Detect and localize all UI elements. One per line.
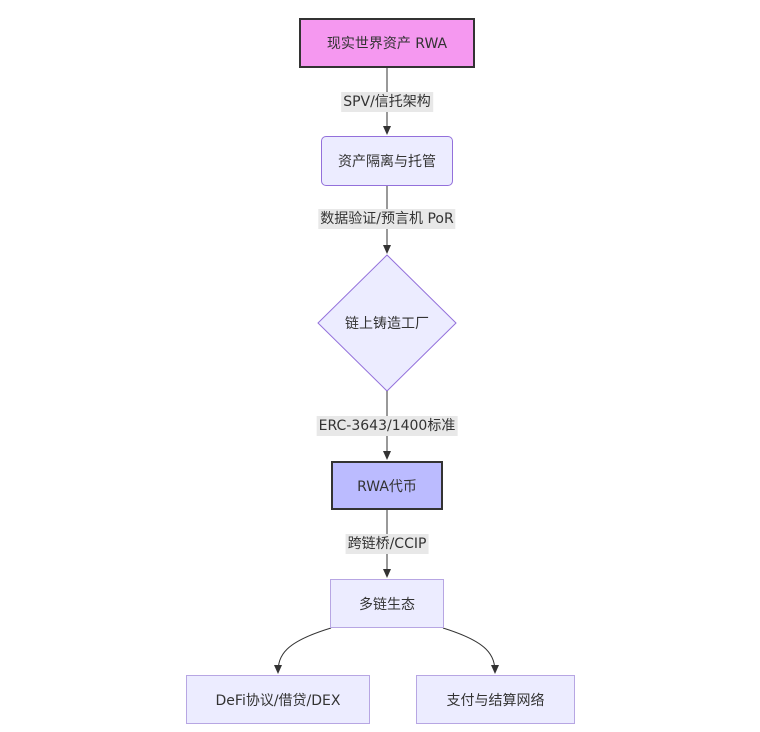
node-payments: 支付与结算网络 — [416, 675, 575, 724]
edge-label-oracle: 数据验证/预言机 PoR — [318, 209, 456, 229]
node-multichain-label: 多链生态 — [359, 596, 415, 613]
node-multichain: 多链生态 — [330, 579, 444, 628]
node-payments-label: 支付与结算网络 — [446, 692, 545, 709]
edge-label-spv: SPV/信托架构 — [341, 92, 433, 112]
node-rwa-source-label: 现实世界资产 RWA — [326, 36, 448, 52]
node-rwa-token-label: RWA代币 — [357, 478, 417, 495]
node-minting-label: 链上铸造工厂 — [345, 316, 429, 332]
node-custody-label: 资产隔离与托管 — [338, 154, 436, 170]
edge-to-payments — [442, 627, 499, 674]
edge-to-defi — [274, 627, 332, 674]
node-defi: DeFi协议/借贷/DEX — [186, 675, 370, 724]
node-rwa-source: 现实世界资产 RWA — [299, 18, 475, 68]
edge-label-bridge: 跨链桥/CCIP — [345, 534, 429, 554]
node-custody: 资产隔离与托管 — [321, 136, 453, 186]
edge-label-standard: ERC-3643/1400标准 — [316, 416, 458, 436]
node-rwa-token: RWA代币 — [331, 461, 443, 510]
node-defi-label: DeFi协议/借贷/DEX — [215, 692, 341, 709]
